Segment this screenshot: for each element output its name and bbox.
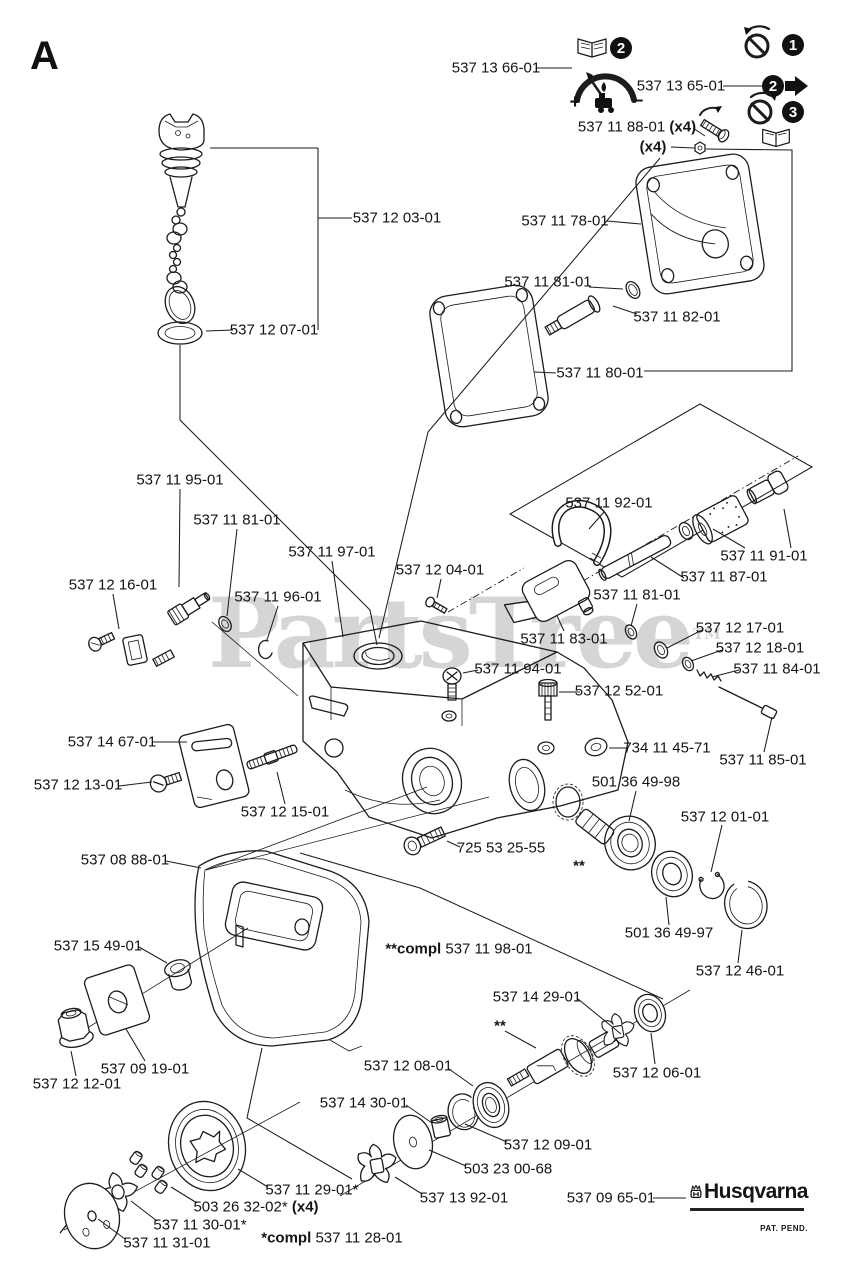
- step-2-badge: 2: [610, 37, 632, 59]
- cover-valve-screw: [544, 295, 601, 336]
- exploded-plane-lines: [63, 157, 814, 1231]
- clutch-roller: [129, 1150, 143, 1165]
- throttle-bracket: [503, 560, 594, 624]
- patent-pending-text: PAT. PEND.: [760, 1224, 808, 1233]
- left-fittings: [88, 592, 299, 697]
- gear-housing: [302, 620, 629, 845]
- clutch-spider: [98, 1172, 138, 1212]
- cover-nut: [694, 141, 706, 155]
- svg-text:2: 2: [617, 40, 625, 57]
- step-3-badge: 3: [782, 101, 804, 123]
- flange-nut: [57, 1007, 94, 1048]
- clamp-assembly: [88, 631, 175, 667]
- svg-text:–: –: [633, 90, 644, 111]
- cover-gasket: [429, 284, 549, 428]
- needle-axis-parts: [624, 624, 778, 720]
- fuel-line-group: [503, 470, 789, 624]
- carb-cover: [635, 153, 765, 295]
- husqvarna-crown-icon: [690, 1184, 702, 1199]
- clutch-spider: [601, 1013, 635, 1047]
- socket-screw: [403, 826, 446, 856]
- housing-screws: [425, 567, 558, 721]
- husqvarna-logo-block: Husqvarna PAT. PEND.: [690, 1180, 809, 1233]
- phillips-screw: [442, 667, 462, 701]
- instruction-icons: 2 + – 1: [569, 25, 808, 155]
- clutch-roller: [151, 1165, 165, 1180]
- retaining-ring: [723, 880, 768, 930]
- grease-fitting: [167, 592, 211, 626]
- guide-plate: [83, 964, 151, 1036]
- carb-adjust-gauge-icon: + –: [569, 72, 643, 113]
- step-1-badge: 1: [782, 34, 804, 56]
- cover-screw: [699, 118, 730, 143]
- valve-washer: [625, 280, 641, 300]
- clutch-spider: [357, 1143, 397, 1184]
- clutch-roller: [134, 1163, 148, 1178]
- fuel-valve: [746, 470, 789, 505]
- step-2-arrow-badge: 2: [762, 75, 808, 97]
- open-book-icon: [577, 38, 607, 58]
- fuel-cap-assembly: [157, 113, 205, 345]
- clutch-cover-group: [57, 850, 370, 1052]
- trademark-symbol: TM: [692, 625, 721, 643]
- clutch-roller: [154, 1179, 168, 1194]
- fuel-washer: [678, 521, 694, 541]
- section-letter: A: [30, 34, 59, 78]
- c-ring: [447, 1093, 479, 1131]
- clutch-drum: [167, 1100, 247, 1192]
- thrust-washer: [392, 1114, 434, 1170]
- open-book-icon: [762, 128, 790, 148]
- sprocket-group: [59, 993, 667, 1250]
- gear-shaft: [506, 1030, 620, 1087]
- idle-screw: [425, 596, 448, 614]
- snap-ring: [698, 871, 725, 900]
- bracket-screw: [149, 771, 183, 793]
- shaft-bearing: [633, 993, 667, 1033]
- bracket-plate-group: [149, 723, 490, 871]
- rim-plate: [59, 1182, 121, 1250]
- fuel-filter: [692, 495, 749, 545]
- bushing: [430, 1114, 451, 1139]
- svg-text:1: 1: [789, 37, 797, 54]
- svg-text:3: 3: [789, 104, 797, 121]
- leader-lines: [70, 67, 793, 1240]
- grommet: [164, 959, 192, 991]
- no-symbol-icon: [747, 91, 777, 125]
- logo-underline: [690, 1208, 804, 1211]
- fuel-pipe: [598, 534, 672, 581]
- knurled-nut: [538, 678, 558, 721]
- shaft-bearing: [472, 1081, 510, 1129]
- svg-text:+: +: [569, 92, 580, 113]
- svg-text:2: 2: [769, 78, 777, 95]
- output-gear-shaft: [552, 783, 615, 845]
- husqvarna-wordmark: Husqvarna: [703, 1180, 809, 1203]
- no-symbol-icon: [744, 25, 771, 59]
- stud-bolt: [246, 744, 298, 770]
